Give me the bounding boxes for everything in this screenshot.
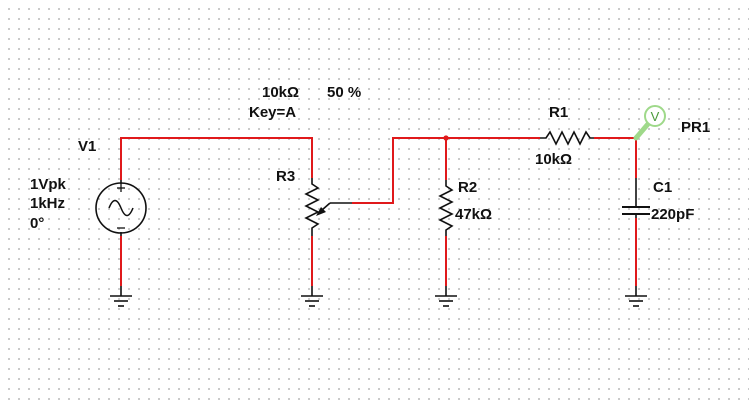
resistor-zigzag-icon — [304, 178, 320, 236]
wire-v1-top-to-r3[interactable] — [120, 137, 313, 180]
r1-resistor[interactable] — [540, 130, 594, 146]
junction-dot — [443, 135, 449, 141]
pr1-name-label: PR1 — [681, 119, 710, 136]
sine-wave-icon — [108, 199, 134, 217]
resistor-zigzag-icon — [438, 180, 454, 236]
r2-name-label: R2 — [458, 179, 477, 196]
v1-name-label: V1 — [78, 138, 96, 155]
v1-ac-source[interactable] — [95, 180, 147, 236]
ground-c1[interactable] — [625, 286, 647, 307]
ground-r3[interactable] — [301, 286, 323, 307]
r1-name-label: R1 — [549, 104, 568, 121]
r2-resistor[interactable] — [438, 180, 454, 236]
wiper-arrow-icon — [316, 207, 326, 216]
r3-key-label: Key=A — [249, 104, 296, 121]
wire-r1-to-c1[interactable] — [594, 137, 637, 178]
ground-v1[interactable] — [110, 286, 132, 307]
c1-capacitor[interactable] — [622, 178, 650, 218]
resistor-zigzag-icon — [540, 130, 594, 146]
r3-name-label: R3 — [276, 168, 295, 185]
ground-r2[interactable] — [435, 286, 457, 307]
wiper-line-diag — [321, 202, 331, 211]
r2-value-label: 47kΩ — [455, 206, 492, 223]
wires — [120, 137, 637, 286]
pr1-voltage-probe[interactable]: V — [633, 105, 666, 141]
r3-potentiometer[interactable] — [304, 178, 352, 236]
r1-value-label: 10kΩ — [535, 151, 572, 168]
probe-symbol: V — [651, 109, 660, 124]
v1-amplitude-label: 1Vpk — [30, 176, 67, 193]
probe-stem — [633, 121, 651, 141]
v1-frequency-label: 1kHz — [30, 195, 65, 212]
r3-setting-label: 50 % — [327, 84, 361, 101]
voltmeter-probe-icon — [644, 105, 666, 127]
v1-source-circle — [95, 182, 147, 234]
c1-name-label: C1 — [653, 179, 672, 196]
v1-phase-label: 0° — [30, 215, 44, 232]
r3-value-label: 10kΩ — [262, 84, 299, 101]
wire-r3-wiper-to-node[interactable] — [352, 137, 540, 204]
c1-value-label: 220pF — [651, 206, 694, 223]
